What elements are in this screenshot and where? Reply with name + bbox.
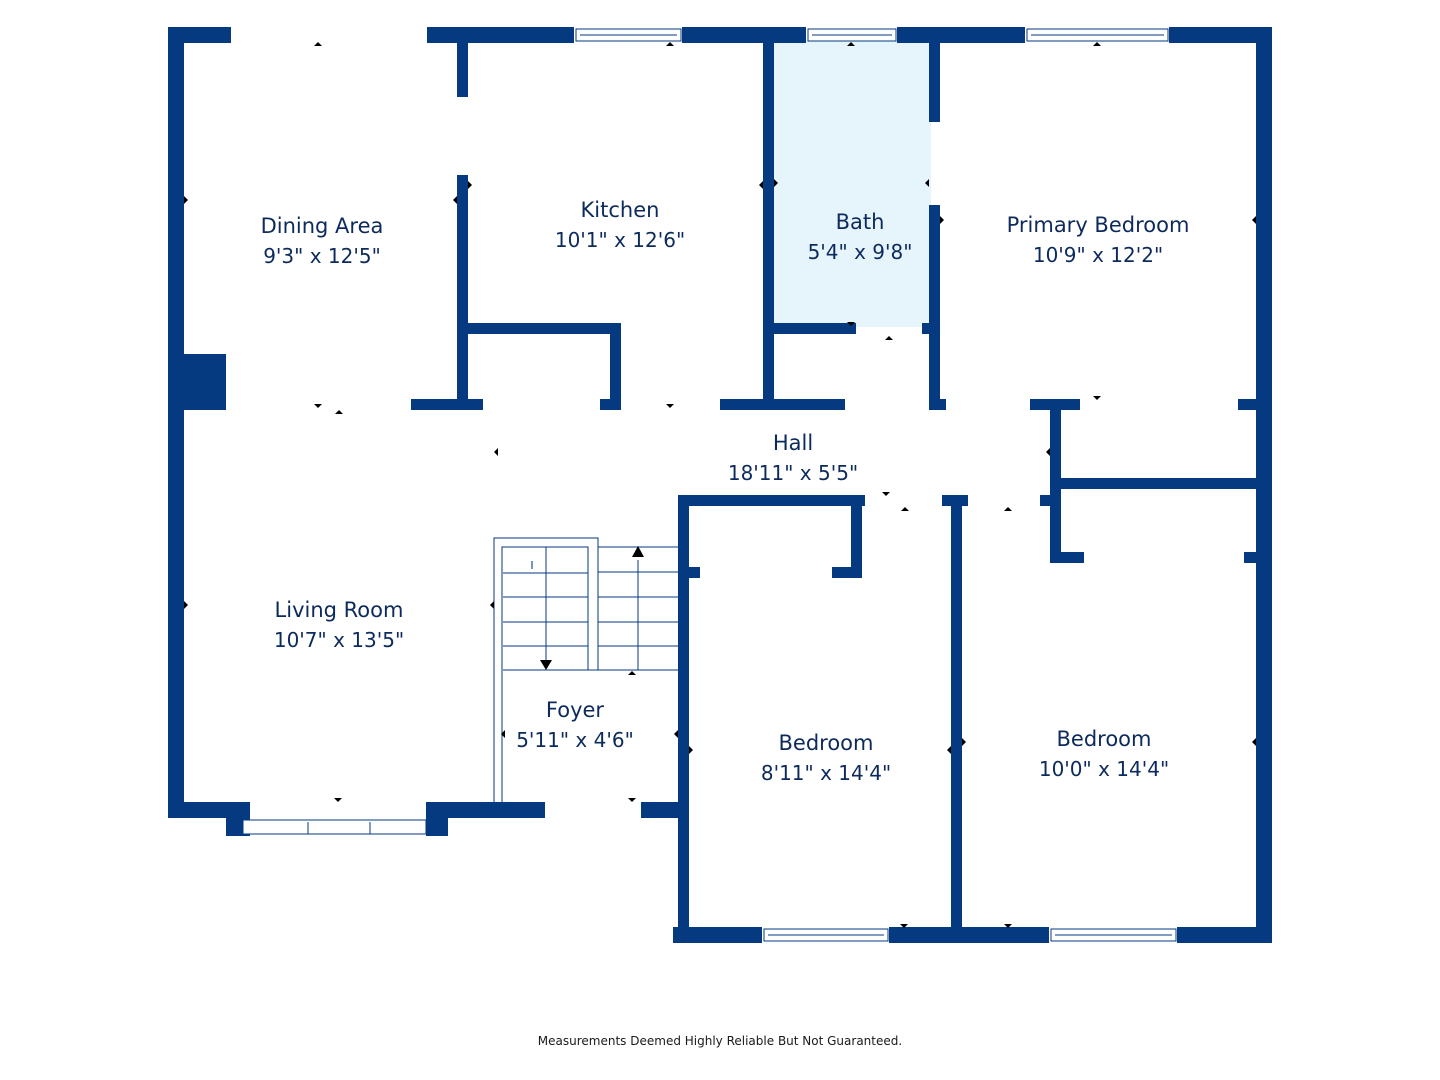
bath-fill	[771, 40, 931, 327]
room-name-kitchen: Kitchen	[581, 198, 660, 222]
room-name-hall: Hall	[773, 431, 813, 455]
room-size-foyer: 5'11" x 4'6"	[516, 728, 634, 752]
room-name-dining: Dining Area	[261, 214, 384, 238]
room-name-primary-bedroom: Primary Bedroom	[1007, 213, 1190, 237]
room-name-foyer: Foyer	[546, 698, 605, 722]
windows	[242, 28, 1177, 942]
room-name-bedroom-2: Bedroom	[779, 731, 874, 755]
room-size-hall: 18'11" x 5'5"	[728, 461, 858, 485]
disclaimer-text: Measurements Deemed Highly Reliable But …	[537, 1034, 903, 1048]
room-name-bath: Bath	[836, 210, 885, 234]
stair-label: I	[530, 559, 533, 572]
stair-arrow-up-icon	[632, 546, 644, 557]
room-size-living: 10'7" x 13'5"	[274, 628, 404, 652]
room-size-primary-bedroom: 10'9" x 12'2"	[1033, 243, 1163, 267]
walls	[168, 27, 1272, 943]
stair-arrow-down-icon	[540, 660, 552, 670]
room-name-bedroom-3: Bedroom	[1057, 727, 1152, 751]
room-name-living: Living Room	[275, 598, 404, 622]
room-size-bedroom-2: 8'11" x 14'4"	[761, 761, 891, 785]
stairs	[493, 537, 680, 803]
room-size-dining: 9'3" x 12'5"	[263, 244, 381, 268]
room-size-bedroom-3: 10'0" x 14'4"	[1039, 757, 1169, 781]
room-size-bath: 5'4" x 9'8"	[808, 240, 913, 264]
window-mullions	[307, 34, 1172, 936]
room-size-kitchen: 10'1" x 12'6"	[555, 228, 685, 252]
door-markers	[184, 42, 1256, 928]
